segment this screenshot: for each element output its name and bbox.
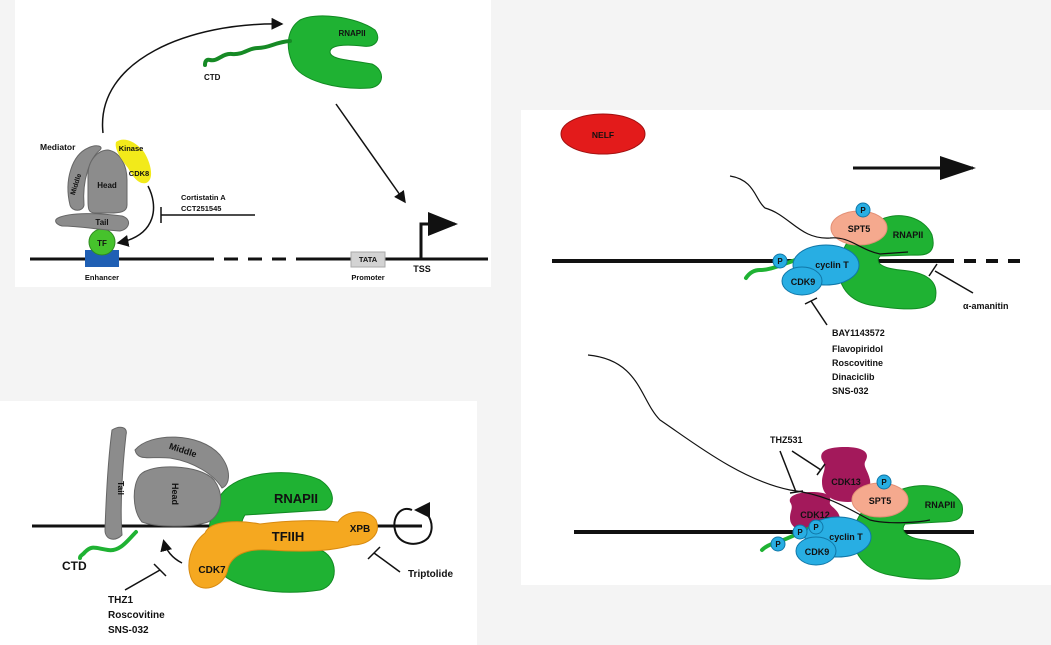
cdk9-inhibitor-5: SNS-032: [832, 386, 869, 396]
cdk7-inhibitor-1: THZ1: [108, 595, 133, 606]
cdk12-label: CDK12: [800, 510, 830, 520]
mediator-middle: [67, 145, 102, 211]
mediator-middle: [134, 436, 229, 489]
phospho-label: P: [777, 257, 783, 266]
enhancer-label: Enhancer: [85, 273, 119, 282]
ctd-tail: [203, 39, 292, 67]
cyclin-t-label: cyclin T: [829, 532, 863, 542]
tfiih-cdk7-diagram: RNAPII Tail Middle Head TFIIH XPB CDK7 C…: [32, 426, 453, 636]
cdk13-shape: [821, 447, 871, 502]
tata-label: TATA: [359, 255, 378, 264]
tail-label: Tail: [116, 481, 126, 495]
elongation-diagram: NELF RNAPII SPT5 P cyclin T CDK9 P α-ama…: [552, 113, 1025, 580]
mediator-label: Mediator: [40, 142, 76, 152]
enhancer-box: [85, 250, 119, 267]
cdk9-inhibitor-2: Flavopiridol: [832, 344, 883, 354]
rnapii-label: RNAPII: [274, 491, 318, 506]
ctd-tail: [78, 530, 138, 560]
cdk12-inhibition-line: [779, 450, 797, 493]
inhibition-bar: [367, 546, 381, 560]
cdk8-inhibitor-1: Cortistatin A: [181, 193, 226, 202]
rnapii-to-promoter-arrow: [335, 103, 406, 204]
helicase-rotation-icon: [393, 502, 433, 545]
inhibition-bar: [789, 490, 804, 494]
cdk7-inhibitor-3: SNS-032: [108, 625, 149, 636]
panel-tfiih-cdk7: RNAPII Tail Middle Head TFIIH XPB CDK7 C…: [0, 401, 477, 645]
cdk9-label: CDK9: [805, 547, 830, 557]
xpb-label: XPB: [350, 524, 371, 535]
phospho-label: P: [813, 523, 819, 532]
nelf-label: NELF: [592, 130, 614, 140]
inhibition-bar: [928, 263, 938, 277]
cdk7-inhibition-line: [124, 569, 161, 591]
cdk13-label: CDK13: [831, 477, 861, 487]
phospho-badge: [772, 253, 788, 269]
spt5-label: SPT5: [869, 496, 892, 506]
amanitin-inhibition-line: [934, 270, 974, 294]
kinase-label: Kinase: [119, 144, 144, 153]
tfiih-label: TFIIH: [272, 529, 305, 544]
rnapii-shape: [287, 15, 382, 89]
cdk8-to-tf-arrow: [116, 185, 155, 247]
recruitment-arrow: [101, 17, 284, 134]
tfiih-complex: [188, 511, 378, 589]
cdk9-shape: [795, 536, 837, 566]
tss-label: TSS: [413, 264, 431, 274]
nelf-shape: [560, 113, 646, 155]
mediator-head: [133, 466, 222, 527]
nascent-rna: [587, 354, 931, 524]
cdk9-label: CDK9: [791, 277, 816, 287]
cdk13-inhibition-line: [791, 450, 822, 471]
mediator-tail: [55, 213, 129, 232]
mediator-head: [87, 149, 128, 214]
phospho-badge: [792, 524, 808, 540]
rnapii-label: RNAPII: [925, 500, 956, 510]
rnapii-label: RNAPII: [338, 29, 365, 38]
tss-arrow: [419, 212, 458, 259]
phospho-label: P: [881, 478, 887, 487]
phospho-badge: [876, 474, 892, 490]
cdk9-inhibitor-1: BAY1143572: [832, 328, 885, 338]
phospho-label: P: [797, 528, 803, 537]
cdk9-shape: [781, 266, 823, 296]
spt5-label: SPT5: [848, 224, 871, 234]
phospho-badge: [808, 519, 824, 535]
mediator-cdk8-diagram: Enhancer TF Tail Middle Head Kinase CDK8…: [30, 15, 488, 282]
inhibition-bar: [804, 297, 818, 305]
promoter-label: Promoter: [351, 273, 384, 282]
phospho-label: P: [775, 540, 781, 549]
inhibition-bar: [816, 463, 826, 476]
thz531-label: THZ531: [770, 435, 803, 445]
cdk9-inhibitor-3: Roscovitine: [832, 358, 883, 368]
head-label: Head: [97, 181, 117, 190]
cdk9-inhibition-line: [810, 300, 828, 326]
cdk7-inhibitor-2: Roscovitine: [108, 610, 165, 621]
amanitin-label: α-amanitin: [963, 301, 1009, 311]
panel-elongation-cdk9: NELF RNAPII SPT5 P cyclin T CDK9 P α-ama…: [521, 110, 1051, 585]
nascent-rna: [729, 175, 909, 255]
ctd-label: CTD: [62, 559, 87, 573]
cdk8-label: CDK8: [129, 169, 149, 178]
head-label: Head: [170, 483, 180, 505]
tata-box: [350, 251, 386, 268]
cyclin-t-label: cyclin T: [815, 260, 849, 270]
inhibition-bar: [153, 563, 167, 577]
cdk7-label: CDK7: [198, 565, 226, 576]
tail-label: Tail: [95, 218, 108, 227]
xpb-inhibitor: Triptolide: [408, 569, 453, 580]
cdk9-inhibitor-4: Dinaciclib: [832, 372, 875, 382]
phospho-badge: [770, 536, 786, 552]
kinase-cdk8-module: [115, 139, 152, 184]
panel-mediator-cdk8: Enhancer TF Tail Middle Head Kinase CDK8…: [15, 0, 491, 287]
xpb-inhibition-line: [373, 552, 401, 573]
rnapii-label: RNAPII: [893, 230, 924, 240]
tf-label: TF: [97, 239, 107, 248]
ctd-label: CTD: [204, 73, 221, 82]
cdk7-phosphorylation-arrow: [160, 539, 183, 564]
mediator-tail: [104, 426, 127, 540]
cdk8-inhibitor-2: CCT251545: [181, 204, 221, 213]
phospho-label: P: [860, 206, 866, 215]
phospho-badge: [855, 202, 871, 218]
